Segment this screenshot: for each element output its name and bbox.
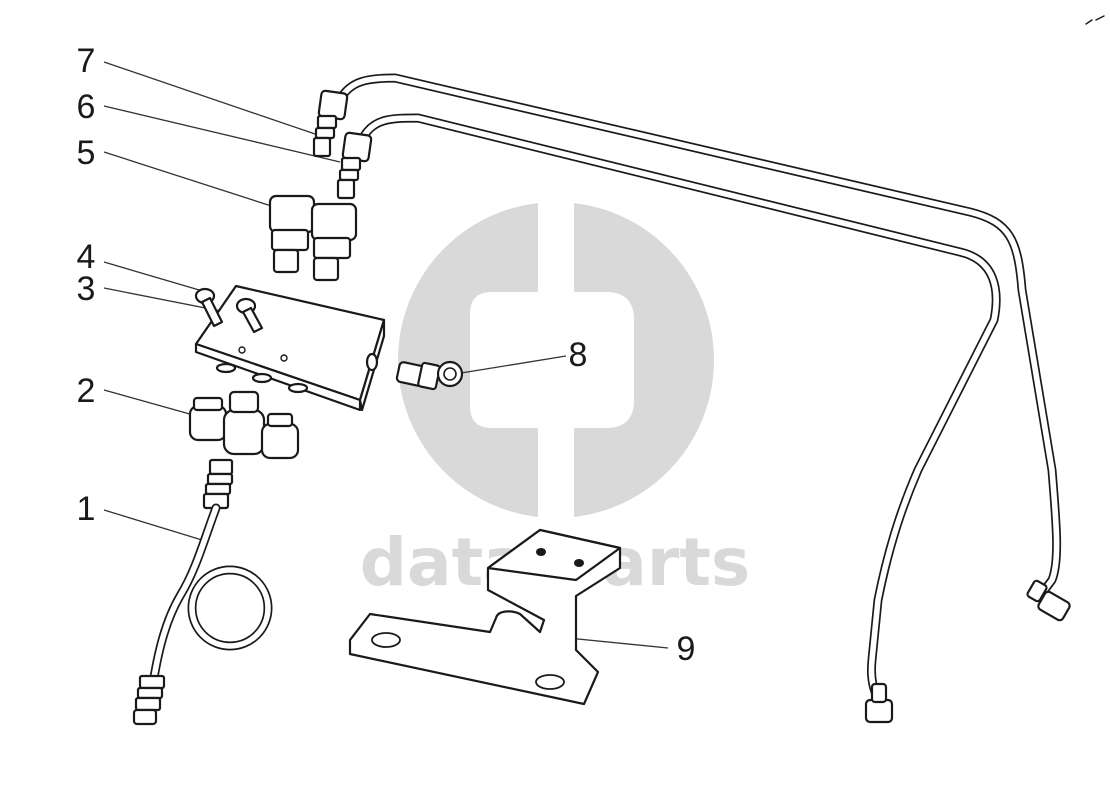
callout-numbers: 7 6 5 4 3 2 1 8 9 [77,42,696,668]
callout-4: 4 [77,238,96,276]
callout-9: 9 [677,630,696,668]
callout-5: 5 [77,134,96,172]
callout-3: 3 [77,270,96,308]
fitting-7 [312,89,349,158]
callout-2: 2 [77,372,96,410]
adapter-5-left [268,194,316,274]
pipe-lines [335,73,1071,724]
adapter-5-right [310,202,358,282]
fitting-6 [336,131,373,200]
bolt-4 [194,287,224,328]
nuts-2 [188,390,300,460]
elbow-fitting-8 [395,360,464,391]
bracket-9 [348,528,622,706]
hose-1 [132,458,273,726]
distributor-block [194,284,386,412]
dp-logo-icon [398,195,714,525]
leader-lines [103,61,669,649]
bolt-3 [235,297,264,334]
callout-1: 1 [77,490,96,528]
pipe-end-fitting-right [1026,579,1071,622]
callout-6: 6 [77,88,96,126]
corner-mark-icon [1085,15,1105,25]
callout-7: 7 [77,42,96,80]
callout-8: 8 [569,336,588,374]
pipe-end-fitting-left [864,682,894,724]
